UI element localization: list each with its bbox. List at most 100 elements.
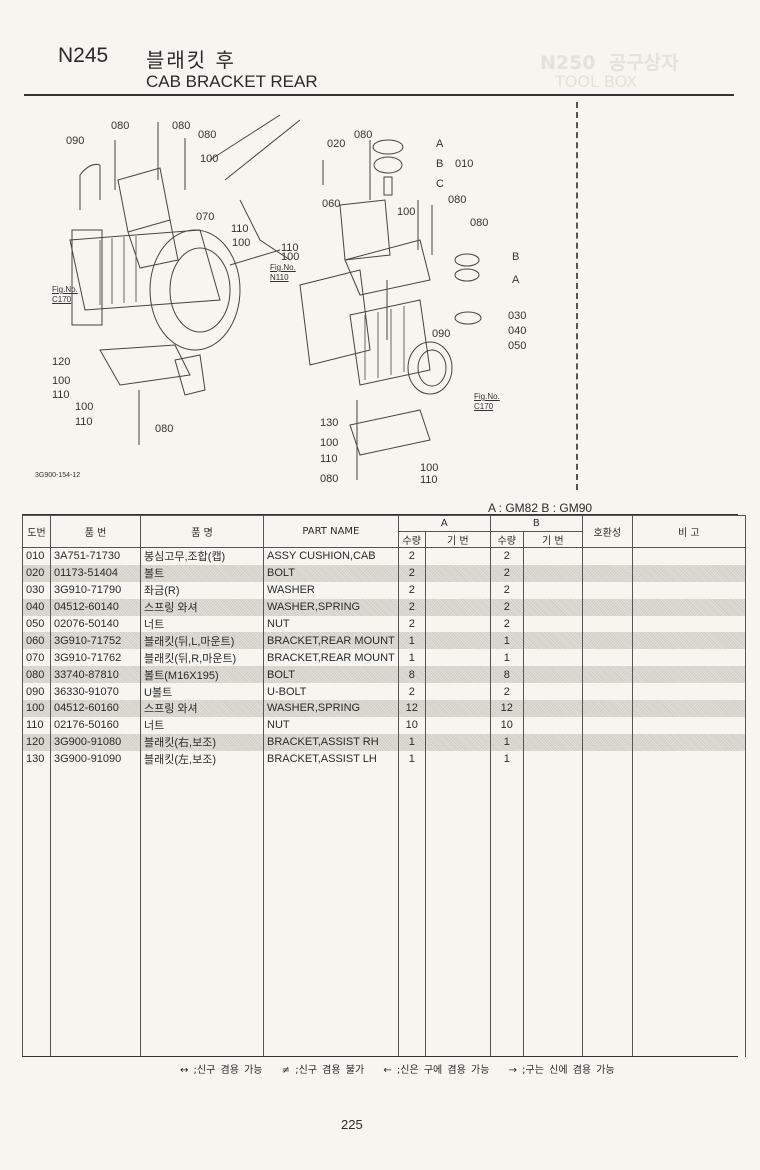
cell-part-no: 3G910-71790: [50, 581, 141, 599]
cell-part-name: BRACKET,ASSIST RH: [263, 733, 399, 751]
bleed-title-ko: 공구상자: [608, 52, 679, 74]
callout-label: 100: [420, 462, 439, 474]
cell-empty: [631, 666, 746, 684]
cell-qty-b: 12: [489, 700, 524, 717]
cell-empty: [522, 750, 583, 768]
cell-empty: [424, 632, 491, 650]
cell-qty-a: 1: [397, 733, 426, 751]
cell-empty: [631, 598, 746, 616]
cell-name-ko: 블래킷(뒤,R,마운트): [140, 649, 264, 667]
cell-empty: [522, 632, 583, 650]
cell-empty: [22, 767, 51, 1057]
cell-ref: 070: [22, 649, 51, 667]
cell-ref: 130: [22, 750, 51, 768]
cell-part-name: WASHER: [263, 581, 399, 599]
cell-empty: [424, 598, 491, 616]
cell-empty: [631, 700, 746, 717]
diagram-drawing: [69, 114, 482, 480]
drawing-number: 3G900-154-12: [35, 472, 81, 479]
cell-part-name: U-BOLT: [263, 683, 399, 701]
cell-ref: 090: [22, 683, 51, 701]
cell-qty-b: 1: [489, 750, 524, 768]
col-header-remarks: 비 고: [631, 515, 746, 548]
callout-label: 080: [172, 120, 191, 132]
cell-empty: [631, 767, 746, 1057]
cell-empty: [522, 649, 583, 667]
cell-qty-b: 1: [489, 632, 524, 650]
cell-ref: 100: [22, 700, 51, 717]
callout-label: A: [436, 138, 444, 150]
cell-part-no: 04512-60160: [50, 700, 141, 717]
cell-ref: 110: [22, 716, 51, 734]
cell-part-no: 36330-91070: [50, 683, 141, 701]
cell-name-ko: 볼트: [140, 564, 264, 582]
cell-empty: [424, 666, 491, 684]
cell-empty: [581, 767, 633, 1057]
cell-ref: 020: [22, 564, 51, 582]
callout-label: B: [512, 251, 520, 263]
cell-empty: [581, 716, 633, 734]
callout-label: 110: [281, 242, 299, 254]
cell-empty: [522, 581, 583, 599]
legend-both-ways: ↔ ;신구 겸용 가능: [180, 1065, 263, 1076]
cell-part-name: WASHER,SPRING: [263, 700, 399, 717]
cell-qty-a: 2: [397, 683, 426, 701]
figure-reference: Fig.No. C170: [474, 392, 500, 411]
cell-empty: [581, 564, 633, 582]
section-code: N245: [58, 44, 109, 67]
bleed-through-code: N250 공구상자: [540, 48, 679, 75]
callout-label: C: [436, 178, 444, 190]
cell-qty-b: 1: [489, 733, 524, 751]
cell-part-no: 3A751-71730: [50, 547, 141, 565]
callout-label: 100: [320, 437, 339, 449]
cell-empty: [424, 683, 491, 701]
col-header-qty-b: 수량: [489, 531, 524, 548]
cell-name-ko: 스프링 와셔: [140, 598, 264, 616]
callout-label: 080: [320, 473, 339, 485]
callout-label: A: [512, 274, 520, 286]
col-header-compat: 호환성: [581, 515, 633, 548]
cell-part-name: NUT: [263, 615, 399, 633]
cell-name-ko: 스프링 와셔: [140, 700, 264, 717]
cell-empty: [424, 615, 491, 633]
cell-name-ko: 너트: [140, 716, 264, 734]
cell-qty-a: 10: [397, 716, 426, 734]
cell-part-no: 01173-51404: [50, 564, 141, 582]
cell-empty: [631, 733, 746, 751]
figure-reference: Fig.No. C170: [52, 285, 78, 304]
cell-empty: [581, 649, 633, 667]
cell-empty: [424, 750, 491, 768]
callout-label: 100: [75, 401, 94, 413]
cell-ref: 080: [22, 666, 51, 684]
cell-empty: [522, 767, 583, 1057]
cell-empty: [581, 547, 633, 565]
cell-empty: [581, 700, 633, 717]
cell-empty: [424, 733, 491, 751]
cell-empty: [581, 733, 633, 751]
callout-label: 120: [52, 356, 71, 368]
callout-label: 110: [52, 389, 70, 401]
bleed-code: N250: [540, 52, 596, 74]
callout-label: 110: [420, 474, 438, 486]
cell-empty: [424, 767, 491, 1057]
col-header-serial-a: 기 번: [424, 531, 491, 548]
cell-empty: [522, 683, 583, 701]
legend-old-fits-new: → ;구는 신에 겸용 가능: [508, 1065, 615, 1076]
cell-empty: [631, 547, 746, 565]
callout-label: 030: [508, 310, 527, 322]
callout-label: 080: [354, 129, 373, 141]
callout-label: 020: [327, 138, 346, 150]
cell-ref: 120: [22, 733, 51, 751]
callout-label: 090: [66, 135, 85, 147]
cell-qty-b: 8: [489, 666, 524, 684]
compatibility-legend: ↔ ;신구 겸용 가능 ≠ ;신구 겸용 불가 ← ;신은 구에 겸용 가능 →…: [180, 1061, 629, 1076]
cell-part-name: WASHER,SPRING: [263, 598, 399, 616]
